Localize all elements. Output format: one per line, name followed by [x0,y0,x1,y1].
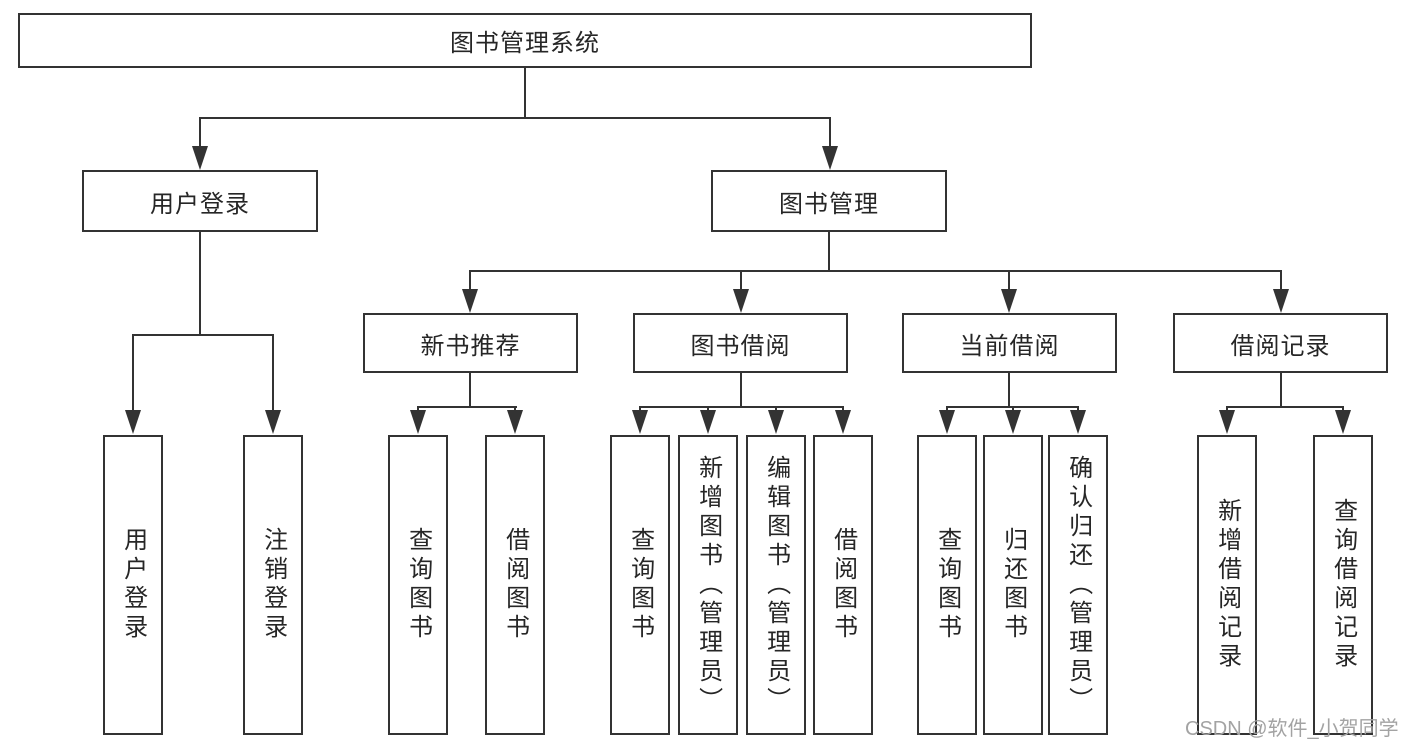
arrow-down-icon [1273,289,1289,313]
leaf-label: 查询图书 [933,527,961,643]
connector-leaf-drop [132,334,134,412]
arrow-down-icon [1219,410,1235,434]
leaf-label: 借阅图书 [829,527,857,643]
arrow-down-icon [1070,410,1086,434]
node-leaf-logout: 注销登录 [243,435,303,735]
leaf-label: 新增借阅记录 [1213,498,1241,672]
leaf-label: 借阅图书 [501,527,529,643]
connector-group-stem [1008,373,1010,408]
connector-group-splitter [417,406,517,408]
leaf-label: 归还图书 [999,527,1027,643]
node-leaf-confirm-return-admin: 确认归还（管理员） [1048,435,1108,735]
node-book-management: 图书管理 [711,170,947,232]
connector-level3-drop [1008,270,1010,292]
leaf-label: 查询图书 [404,527,432,643]
node-leaf-borrow-books-recommend: 借阅图书 [485,435,545,735]
connector-level3-drop [1280,270,1282,292]
connector-level3-drop [740,270,742,292]
connector-group-stem [469,373,471,408]
connector-level3-splitter [469,270,1282,272]
node-current-borrow: 当前借阅 [902,313,1117,373]
arrow-down-icon [192,146,208,170]
node-user-login: 用户登录 [82,170,318,232]
node-leaf-user-login: 用户登录 [103,435,163,735]
arrow-down-icon [125,410,141,434]
node-leaf-add-book-admin: 新增图书（管理员） [678,435,738,735]
leaf-label: 注销登录 [259,527,287,643]
connector-group-splitter [1226,406,1344,408]
leaf-label: 编辑图书（管理员） [762,454,790,716]
leaf-label: 确认归还（管理员） [1064,454,1092,716]
node-leaf-query-borrow-record: 查询借阅记录 [1313,435,1373,735]
arrow-down-icon [1001,289,1017,313]
node-leaf-return-books: 归还图书 [983,435,1043,735]
node-book-management-label: 图书管理 [779,190,879,218]
node-new-book-recommend: 新书推荐 [363,313,578,373]
node-leaf-query-books-borrow: 查询图书 [610,435,670,735]
connector-leaf-drop [272,334,274,412]
leaf-label: 用户登录 [119,527,147,643]
node-leaf-query-books-current: 查询图书 [917,435,977,735]
connector-book-mgmt-drop [829,117,831,149]
arrow-down-icon [835,410,851,434]
csdn-watermark: CSDN @软件_小贺同学 [1185,718,1399,740]
arrow-down-icon [700,410,716,434]
connector-user-login-drop [199,117,201,149]
node-user-login-label: 用户登录 [150,190,250,218]
connector-root-stem [524,68,526,118]
node-new-book-recommend-label: 新书推荐 [420,332,521,360]
arrow-down-icon [410,410,426,434]
leaf-label: 查询借阅记录 [1329,498,1357,672]
node-borrow-records-label: 借阅记录 [1230,332,1331,360]
arrow-down-icon [265,410,281,434]
arrow-down-icon [1005,410,1021,434]
connector-group-stem [740,373,742,408]
arrow-down-icon [822,146,838,170]
arrow-down-icon [632,410,648,434]
arrow-down-icon [1335,410,1351,434]
connector-book-mgmt-stem [828,232,830,272]
node-book-borrow-label: 图书借阅 [690,332,791,360]
connector-level3-drop [469,270,471,292]
arrow-down-icon [768,410,784,434]
connector-user-login-stem [199,232,201,336]
arrow-down-icon [507,410,523,434]
leaf-label: 查询图书 [626,527,654,643]
node-current-borrow-label: 当前借阅 [959,332,1060,360]
node-leaf-borrow-books: 借阅图书 [813,435,873,735]
connector-user-login-splitter [132,334,274,336]
leaf-label: 新增图书（管理员） [694,454,722,716]
node-leaf-query-books-recommend: 查询图书 [388,435,448,735]
connector-group-splitter [639,406,844,408]
arrow-down-icon [939,410,955,434]
arrow-down-icon [462,289,478,313]
connector-group-stem [1280,373,1282,408]
node-leaf-add-borrow-record: 新增借阅记录 [1197,435,1257,735]
node-root: 图书管理系统 [18,13,1032,68]
connector-level2-splitter [199,117,831,119]
node-leaf-edit-book-admin: 编辑图书（管理员） [746,435,806,735]
node-root-label: 图书管理系统 [450,30,600,57]
node-book-borrow: 图书借阅 [633,313,848,373]
node-borrow-records: 借阅记录 [1173,313,1388,373]
arrow-down-icon [733,289,749,313]
